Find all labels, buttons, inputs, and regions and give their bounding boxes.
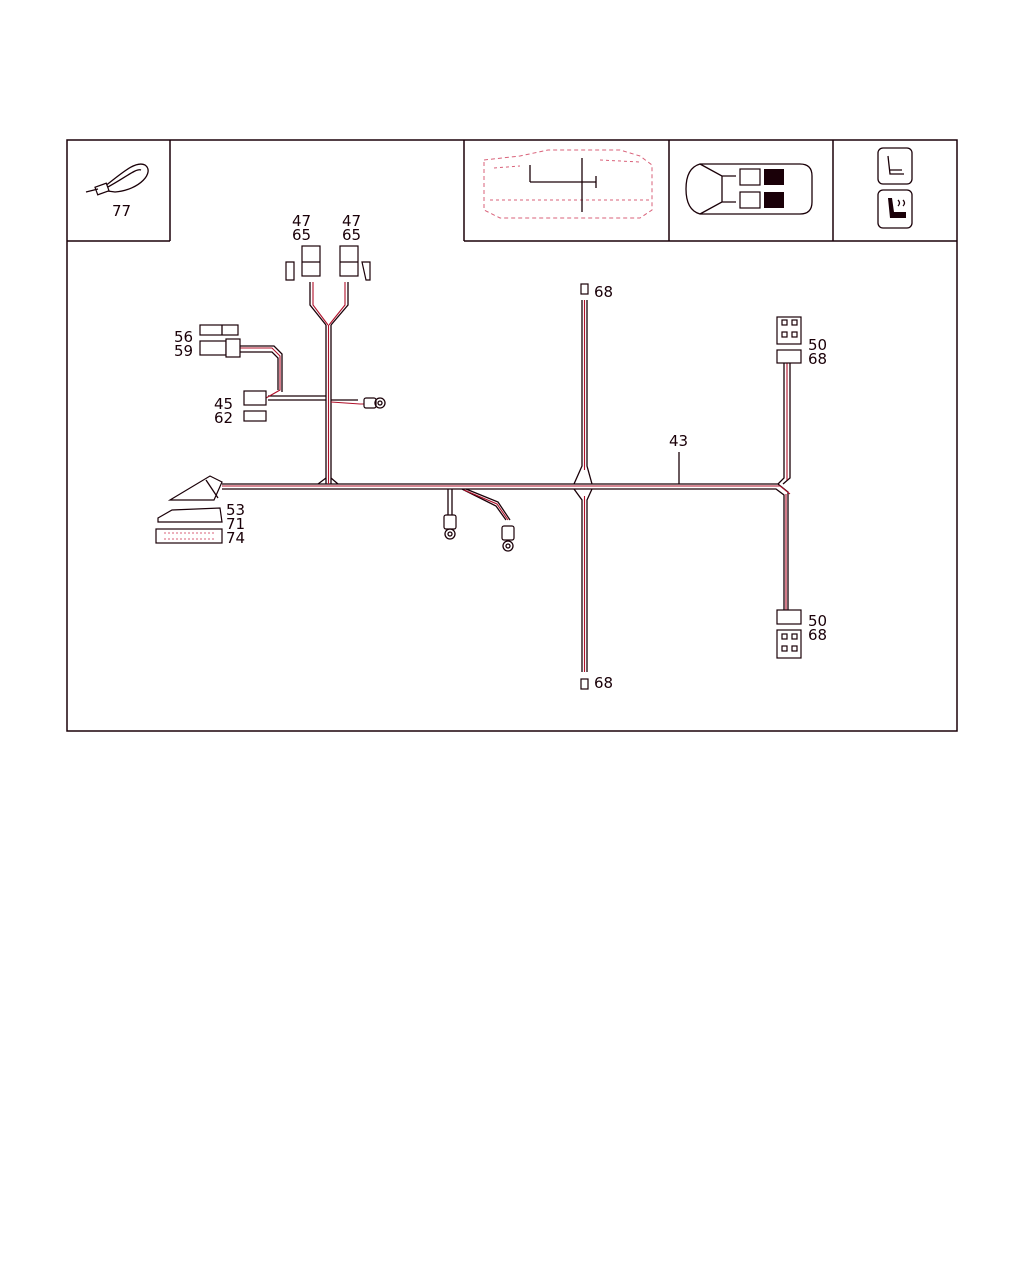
callout-68-top: 68 bbox=[594, 283, 613, 301]
callout-68-bottom: 68 bbox=[594, 674, 613, 692]
callout-59: 59 bbox=[174, 342, 193, 360]
callout-71: 71 bbox=[226, 515, 245, 533]
connector-47-65-right bbox=[339, 245, 371, 281]
callout-47-left: 47 bbox=[292, 212, 311, 230]
cable-tie-icon bbox=[85, 163, 149, 196]
main-connector-53-71-74 bbox=[155, 475, 223, 544]
callout-77: 77 bbox=[112, 202, 131, 220]
ring-terminal-lower-left bbox=[443, 489, 457, 540]
seat-icon bbox=[877, 147, 913, 185]
callout-45: 45 bbox=[214, 395, 233, 413]
heated-seat-icon bbox=[877, 189, 913, 229]
callout-43: 43 bbox=[669, 432, 688, 450]
callout-65-left: 65 bbox=[292, 226, 311, 244]
connector-47-65-left bbox=[285, 245, 321, 281]
callout-50-bottom: 50 bbox=[808, 612, 827, 630]
vehicle-side-view-icon bbox=[483, 149, 653, 219]
callout-53: 53 bbox=[226, 501, 245, 519]
branch-left-side bbox=[240, 345, 326, 422]
ring-terminal-lower-right bbox=[461, 488, 515, 552]
vehicle-top-view-icon bbox=[685, 163, 813, 215]
connector-56-59 bbox=[199, 324, 241, 358]
main-harness-trunk bbox=[222, 363, 791, 610]
connector-50-68-top bbox=[776, 316, 802, 364]
callout-47-right: 47 bbox=[342, 212, 361, 230]
callout-62: 62 bbox=[214, 409, 233, 427]
branch-left-vertical bbox=[309, 282, 349, 485]
callout-56: 56 bbox=[174, 328, 193, 346]
callout-50-top: 50 bbox=[808, 336, 827, 354]
callout-74: 74 bbox=[226, 529, 245, 547]
ring-terminal-upper bbox=[330, 397, 386, 409]
branch-center-vertical bbox=[573, 283, 593, 690]
connector-50-68-bottom bbox=[776, 609, 802, 659]
diagram-frame bbox=[66, 139, 958, 732]
callout-68-right-bottom: 68 bbox=[808, 626, 827, 644]
callout-68-right-top: 68 bbox=[808, 350, 827, 368]
callout-65-right: 65 bbox=[342, 226, 361, 244]
